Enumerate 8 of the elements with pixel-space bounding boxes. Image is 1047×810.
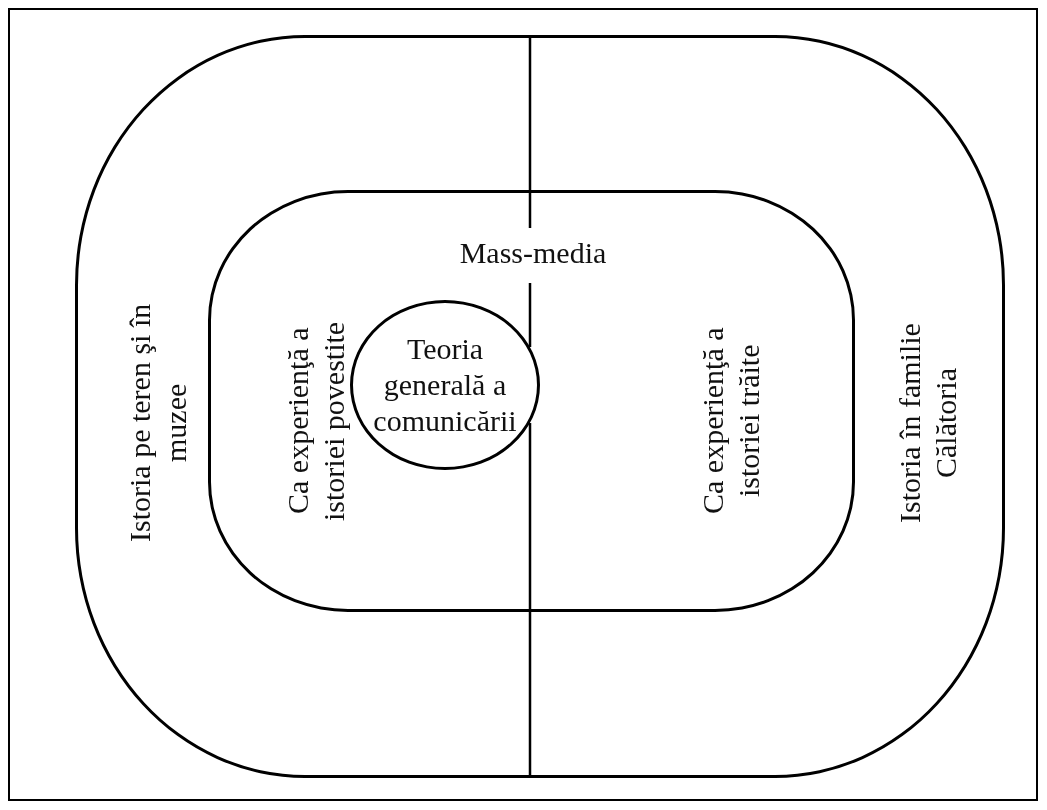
center-label: Teoria generală a comunicării [372, 331, 518, 439]
heading-label: Mass-media [459, 235, 607, 271]
vertical-label: Istoria în familie Călătoria [892, 322, 963, 525]
outer-rounded-shape [75, 35, 1005, 778]
vertical-label: Ca experienţă a istoriei trăite [695, 326, 766, 517]
vertical-label: Ca experienţă a istoriei povestite [280, 320, 351, 523]
middle-rounded-shape [208, 190, 855, 612]
vertical-label: Istoria pe teren şi în muzee [122, 302, 193, 545]
